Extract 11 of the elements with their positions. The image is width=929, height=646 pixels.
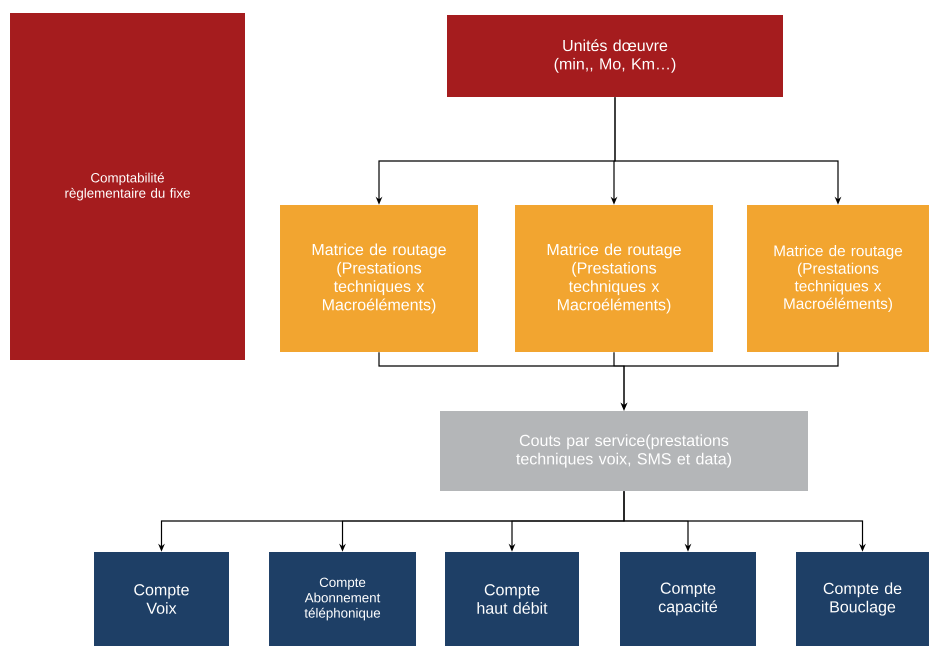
account-box: Compte Voix xyxy=(94,552,229,646)
account-box: Compte capacité xyxy=(620,552,756,646)
process-box: Couts par service(prestations techniques voix, SMS et data) xyxy=(440,411,808,491)
account-box: Comptabilité règlementaire du fixe xyxy=(10,13,245,360)
account-box: Compte Abonnement téléphonique xyxy=(269,552,416,646)
account-box: Compte haut débit xyxy=(445,552,579,646)
process-box: Matrice de routage (Prestations techniques x Macroéléments) xyxy=(280,205,478,352)
process-box: Matrice de routage (Prestations techniques x Macroéléments) xyxy=(747,205,929,352)
process-box: Unités dœuvre (min,, Mo, Km…) xyxy=(447,15,783,97)
process-box: Matrice de routage (Prestations techniques x Macroéléments) xyxy=(515,205,713,352)
account-box: Compte de Bouclage xyxy=(796,552,929,646)
